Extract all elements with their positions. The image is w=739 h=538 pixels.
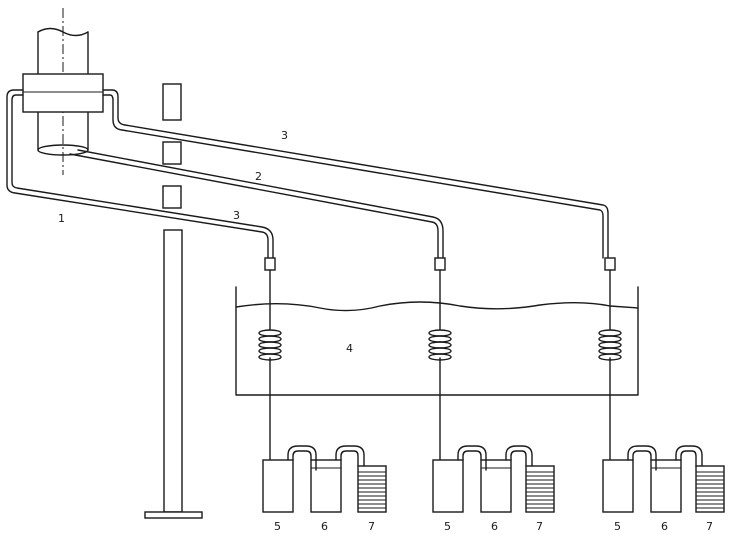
label-7-train-2: 7	[536, 520, 543, 533]
bottle-train-2	[432, 445, 555, 513]
water-bath-tank	[235, 286, 639, 396]
label-6-train-2: 6	[491, 520, 498, 533]
filter-3	[604, 257, 616, 271]
label-1: 1	[58, 212, 65, 225]
label-7-train-1: 7	[368, 520, 375, 533]
coil-1	[258, 329, 282, 361]
coil-3	[598, 329, 622, 361]
label-7-train-3: 7	[706, 520, 713, 533]
pipe-collar	[22, 73, 104, 113]
water-surface	[235, 301, 639, 312]
label-3-lower: 3	[233, 209, 240, 222]
label-2: 2	[255, 170, 262, 183]
bottle-train-1	[262, 445, 387, 513]
support-stand	[144, 83, 203, 519]
filter-2	[434, 257, 446, 271]
label-5-train-2: 5	[444, 520, 451, 533]
tube-1	[6, 89, 269, 259]
tube-3	[102, 89, 609, 259]
label-6-train-1: 6	[321, 520, 328, 533]
label-3-upper: 3	[281, 129, 288, 142]
label-5-train-1: 5	[274, 520, 281, 533]
label-4: 4	[346, 342, 353, 355]
coil-2	[428, 329, 452, 361]
filter-1	[264, 257, 276, 271]
label-5-train-3: 5	[614, 520, 621, 533]
tube-2	[69, 153, 439, 259]
bottle-train-3	[602, 445, 725, 513]
label-6-train-3: 6	[661, 520, 668, 533]
